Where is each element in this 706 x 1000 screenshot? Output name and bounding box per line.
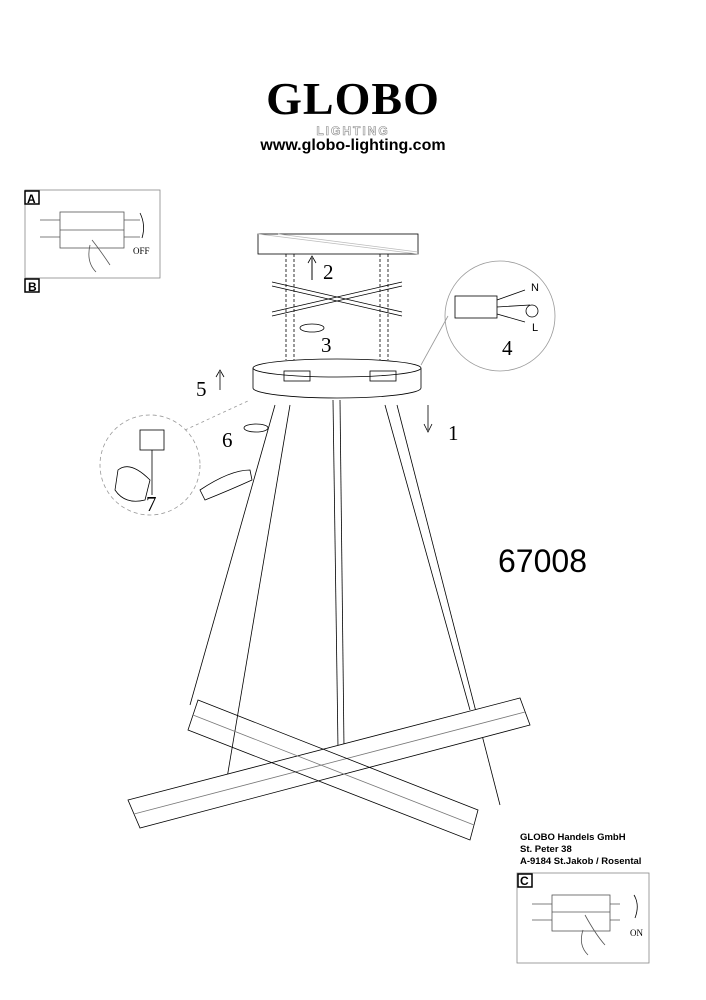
mounting-bracket (271, 254, 403, 360)
canopy (252, 358, 422, 399)
step-7: 7 (146, 492, 157, 516)
neutral-label: N (531, 282, 539, 294)
arrow-down-icon (139, 212, 144, 239)
ground-icon (525, 304, 539, 318)
website-url: www.globo-lighting.com (260, 137, 446, 154)
arrow-up-icon (633, 894, 638, 919)
hanger-fitting (139, 429, 165, 451)
panel-c-label: C (520, 874, 529, 888)
step-1: 1 (448, 421, 459, 445)
rotate-icon (299, 323, 325, 333)
panel-a-label: A (27, 192, 36, 206)
panel-b-label: B (28, 280, 37, 294)
address-line: St. Peter 38 (520, 844, 572, 855)
breaker-icon-c (532, 894, 620, 956)
step-4: 4 (502, 336, 513, 360)
off-label: OFF (133, 246, 150, 256)
panel-b-box (24, 278, 40, 293)
suspension-cables (189, 404, 501, 806)
panel-a-box (24, 190, 40, 205)
breaker-icon-a (40, 211, 140, 273)
model-number: 67008 (498, 543, 587, 579)
globo-logo: GLOBO (266, 73, 440, 124)
step-2: 2 (323, 260, 334, 284)
wiring-detail-circle (444, 260, 556, 372)
hand-icon (114, 466, 151, 502)
step-6: 6 (222, 428, 233, 452)
arrow-up-icon (215, 369, 225, 390)
arrow-down-icon (423, 405, 433, 433)
step-3: 3 (321, 333, 332, 357)
arrow-up-icon (307, 255, 317, 280)
light-ring-2 (187, 699, 479, 841)
panel-c-frame (516, 872, 650, 964)
panel-c-box (517, 873, 533, 888)
live-label: L (532, 322, 539, 334)
hand-icon-2 (199, 469, 253, 501)
ceiling-plate (257, 233, 419, 255)
on-label: ON (630, 928, 643, 938)
hanger-detail-circle (99, 414, 201, 516)
logo-subtitle: LIGHTING (316, 124, 390, 139)
terminal-block (454, 295, 498, 319)
wires (496, 289, 531, 323)
step-5: 5 (196, 377, 207, 401)
panel-a-frame (24, 189, 161, 279)
rotate-icon (243, 423, 269, 433)
company-address: GLOBO Handels GmbH St. Peter 38 A-9184 S… (520, 832, 641, 868)
center-rod (332, 399, 339, 749)
address-line: GLOBO Handels GmbH (520, 832, 626, 843)
light-ring-1 (127, 697, 531, 829)
address-line: A-9184 St.Jakob / Rosental (520, 856, 642, 867)
